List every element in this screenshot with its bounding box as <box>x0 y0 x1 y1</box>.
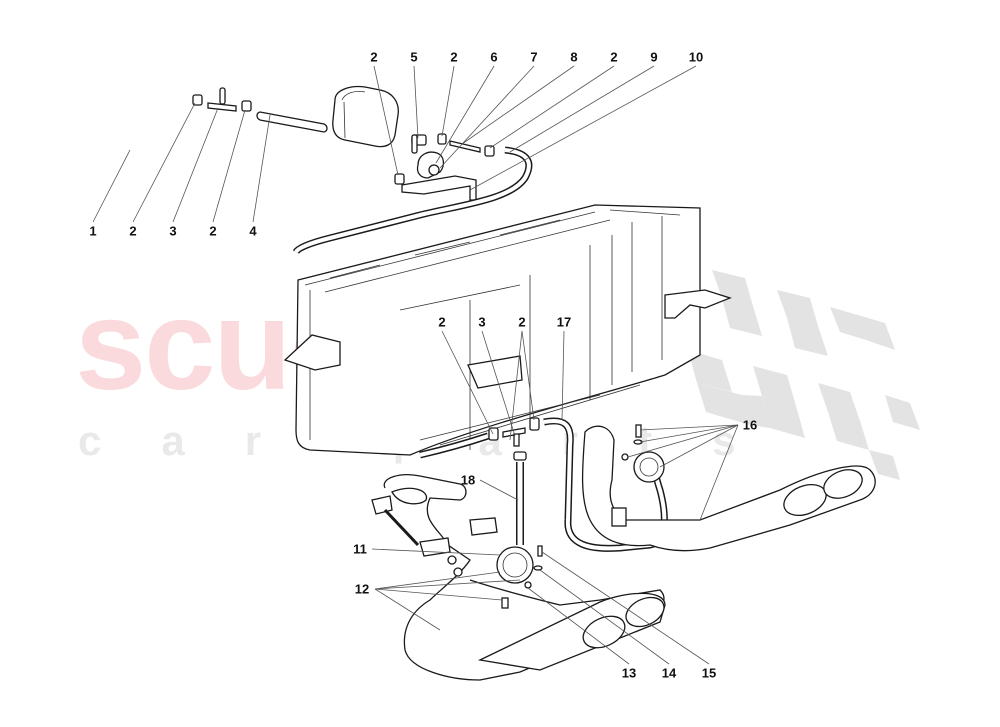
callout-2: 2 <box>450 49 458 65</box>
callout-4: 4 <box>249 223 257 239</box>
hose-loop <box>95 98 398 185</box>
vacuum-valve-assembly <box>292 133 533 255</box>
callout-18: 18 <box>460 472 476 488</box>
callout-2: 2 <box>129 223 137 239</box>
right-exhaust-pipe <box>581 424 876 552</box>
callout-10: 10 <box>688 49 704 65</box>
callout-2: 2 <box>518 314 526 330</box>
callout-14: 14 <box>661 665 677 681</box>
vacuum-canister <box>332 85 399 148</box>
callout-16: 16 <box>742 417 758 433</box>
checkered-flag-icon <box>688 270 920 480</box>
hose-fittings-top-left <box>192 87 328 133</box>
callout-15: 15 <box>701 665 717 681</box>
left-exhaust-pipe <box>371 474 666 681</box>
callout-11: 11 <box>353 541 367 557</box>
callout-13: 13 <box>621 665 637 681</box>
middle-hose-fittings <box>419 417 668 552</box>
callout-2: 2 <box>370 49 378 65</box>
callout-3: 3 <box>169 223 177 239</box>
callout-12: 12 <box>354 581 370 597</box>
callout-17: 17 <box>556 314 572 330</box>
leader-lines <box>92 65 739 665</box>
callout-9: 9 <box>650 49 658 65</box>
callout-2: 2 <box>610 49 618 65</box>
callout-2: 2 <box>209 223 217 239</box>
callout-7: 7 <box>530 49 538 65</box>
callout-3: 3 <box>478 314 486 330</box>
muffler <box>283 204 732 456</box>
callout-1: 1 <box>89 223 97 239</box>
callout-8: 8 <box>570 49 578 65</box>
callout-2: 2 <box>438 314 446 330</box>
callout-5: 5 <box>410 49 418 65</box>
callout-6: 6 <box>490 49 498 65</box>
